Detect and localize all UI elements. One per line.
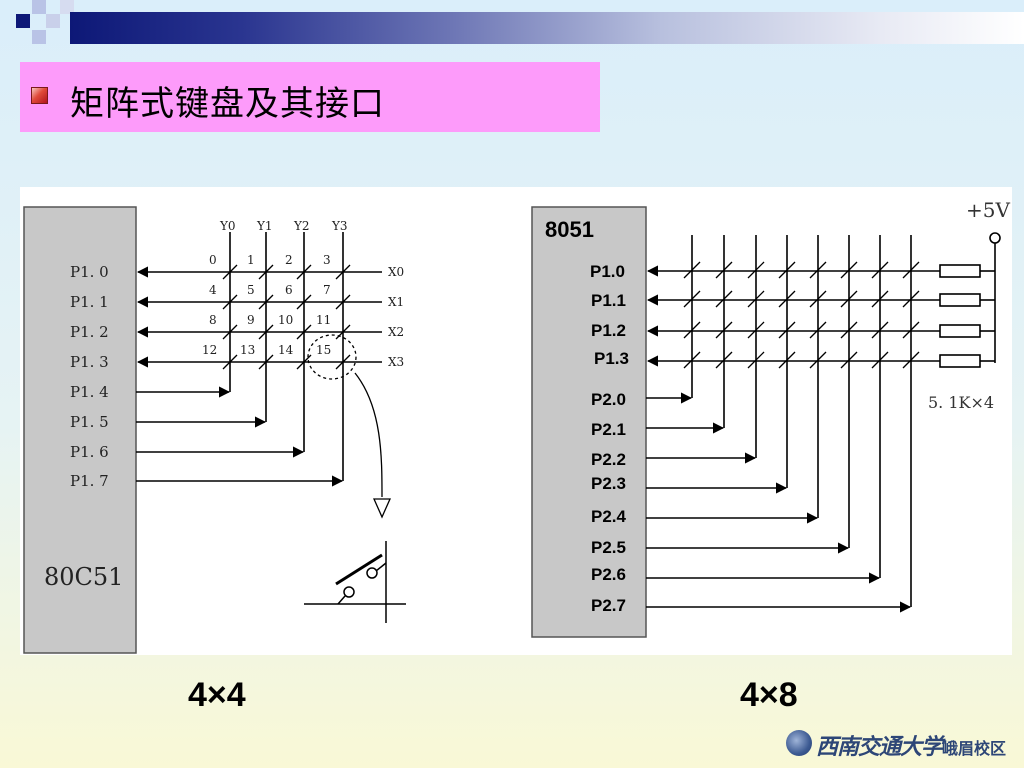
left-port-label: P1. 3 <box>70 353 109 371</box>
key-number: 14 <box>278 343 294 357</box>
right-port-label: P1.2 <box>591 321 626 340</box>
key-number: 2 <box>285 253 293 267</box>
footer-logo: 西南交通大学峨眉校区 <box>786 726 1016 762</box>
key-number: 15 <box>316 343 331 357</box>
key-number: 3 <box>323 253 331 267</box>
left-chip-label: 80C51 <box>44 563 123 591</box>
right-port-label: P2.6 <box>591 565 626 584</box>
key-number: 6 <box>285 283 293 297</box>
enlarged-switch-icon <box>304 541 406 623</box>
key-number: 11 <box>316 313 331 327</box>
page-title: 矩阵式键盘及其接口 <box>70 84 385 124</box>
right-port-label: P1.3 <box>594 349 629 368</box>
title-box: 矩阵式键盘及其接口 <box>20 62 600 132</box>
key-number: 4 <box>209 283 217 297</box>
pullup-resistor-icon <box>939 324 981 338</box>
right-key-switches <box>683 261 920 369</box>
left-chip-box <box>23 206 137 654</box>
key-number: 13 <box>240 343 255 357</box>
left-col-label: Y0 <box>219 219 236 233</box>
right-port-label: P2.3 <box>591 474 626 493</box>
zoom-arrow-line <box>354 372 383 498</box>
key-zoom-circle <box>307 334 357 380</box>
left-key-switches <box>222 264 351 370</box>
header-gradient-bar <box>70 12 1024 44</box>
left-row-label: X1 <box>388 295 404 309</box>
header-square-light <box>60 0 74 14</box>
title-bullet-icon <box>31 87 48 104</box>
left-diagram-caption: 4×4 <box>188 676 246 714</box>
right-keyboard-diagram <box>531 206 1001 638</box>
left-port-label: P1. 5 <box>70 413 109 431</box>
right-port-label: P1.1 <box>591 291 626 310</box>
header-square-light <box>32 30 46 44</box>
right-port-label: P1.0 <box>590 262 625 281</box>
left-port-label: P1. 2 <box>70 323 109 341</box>
zoom-arrow-head-icon <box>372 498 392 519</box>
key-number: 0 <box>209 253 217 267</box>
supply-voltage-label: +5V <box>966 198 1010 222</box>
right-row-lines <box>646 264 995 368</box>
left-port-label: P1. 1 <box>70 293 109 311</box>
right-chip-label: 8051 <box>545 217 594 242</box>
school-name-text: 西南交通大学 <box>816 734 943 760</box>
left-key-numbers: 0 1 2 3 4 5 6 7 8 9 10 11 12 13 14 15 <box>202 253 331 357</box>
left-col-label: Y2 <box>293 219 310 233</box>
header-decoration <box>0 0 1024 46</box>
right-diagram-caption: 4×8 <box>740 676 798 714</box>
right-port-label: P2.1 <box>591 420 626 439</box>
right-port-label: P2.4 <box>591 507 627 526</box>
supply-terminal-icon <box>989 232 1001 244</box>
key-number: 7 <box>323 283 331 297</box>
key-number: 1 <box>247 253 255 267</box>
left-row-label: X3 <box>388 355 404 369</box>
key-number: 5 <box>247 283 255 297</box>
left-col-label: Y3 <box>331 219 348 233</box>
right-port-label: P2.0 <box>591 390 626 409</box>
resistor-label: 5. 1K×4 <box>928 393 994 412</box>
campus-name-text: 峨眉校区 <box>942 739 1007 758</box>
pullup-resistor-icon <box>939 264 981 278</box>
left-port-label: P1. 7 <box>70 472 109 490</box>
left-port-label: P1. 6 <box>70 443 109 461</box>
header-square-light <box>46 14 60 28</box>
left-port-label: P1. 0 <box>70 263 109 281</box>
diagram-panel: P1. 0 P1. 1 P1. 2 P1. 3 P1. 4 P1. 5 P1. … <box>20 187 1012 655</box>
key-number: 10 <box>278 313 293 327</box>
left-row-label: X0 <box>388 265 404 279</box>
left-keyboard-diagram <box>23 206 406 654</box>
right-col-lines <box>691 235 912 607</box>
left-row-label: X2 <box>388 325 404 339</box>
right-chip-box <box>531 206 647 638</box>
right-col-port-lines <box>646 392 912 613</box>
key-number: 9 <box>247 313 255 327</box>
pullup-resistor-icon <box>939 354 981 368</box>
diagram-canvas: P1. 0 P1. 1 P1. 2 P1. 3 P1. 4 P1. 5 P1. … <box>23 198 1010 654</box>
header-square-navy <box>16 14 30 28</box>
left-port-label: P1. 4 <box>70 383 109 401</box>
university-emblem-icon <box>786 730 812 756</box>
key-number: 8 <box>209 313 217 327</box>
header-square-light <box>32 0 46 14</box>
left-col-label: Y1 <box>256 219 273 233</box>
right-port-label: P2.7 <box>591 596 626 615</box>
right-port-label: P2.5 <box>591 538 626 557</box>
right-port-label: P2.2 <box>591 450 626 469</box>
footer-school-name: 西南交通大学峨眉校区 <box>816 729 1006 761</box>
pullup-resistor-icon <box>939 293 981 307</box>
key-number: 12 <box>202 343 217 357</box>
